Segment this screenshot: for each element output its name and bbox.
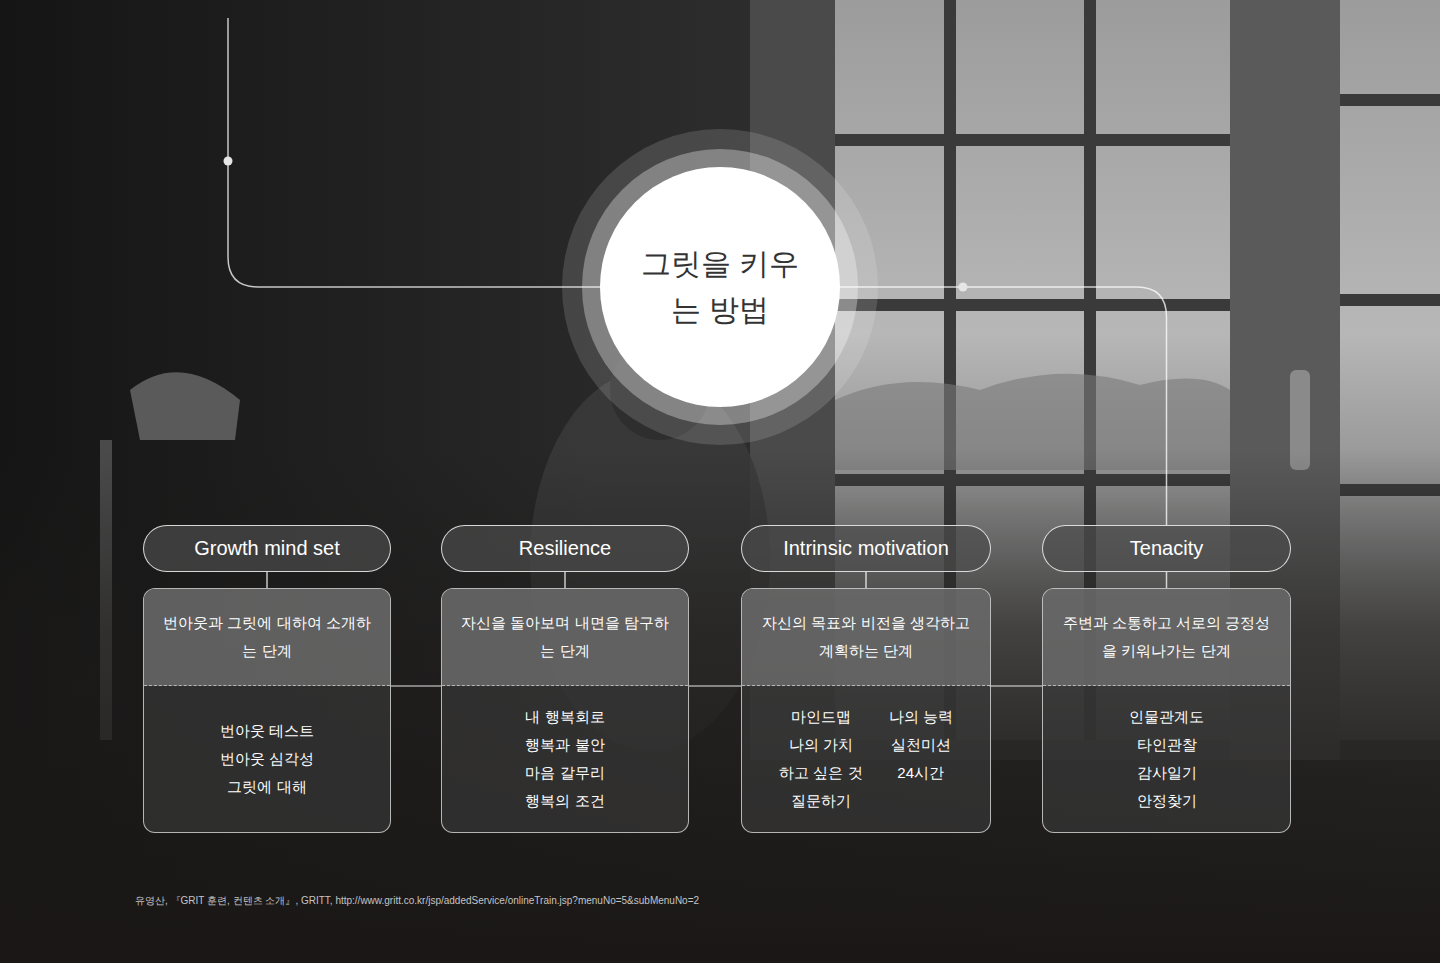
connector-line	[840, 287, 1167, 525]
stage-pill: Intrinsic motivation	[741, 525, 991, 572]
stage-box: 주변과 소통하고 서로의 긍정성을 키워나가는 단계인물관계도타인관찰감사일기안…	[1042, 588, 1291, 833]
activity-item: 마음 갈무리	[525, 762, 604, 784]
activity-item: 인물관계도	[1129, 706, 1204, 728]
activity-item: 마인드맵	[779, 706, 862, 728]
activity-item: 24시간	[889, 762, 953, 784]
connector-line	[865, 572, 867, 588]
stage-pill: Resilience	[441, 525, 689, 572]
line-dot	[959, 283, 968, 292]
box-items-area: 마인드맵 나의 능력나의 가치 실천미션하고 싶은 것 24시간질문하기	[742, 686, 990, 832]
activity-item: 내 행복회로	[525, 706, 604, 728]
activity-item: 나의 능력	[889, 706, 953, 728]
node-label: Intrinsic motivation	[783, 537, 949, 560]
activity-list: 번아웃 테스트번아웃 심각성그릿에 대해	[220, 720, 314, 798]
branch-line	[228, 18, 600, 287]
stage-description: 번아웃과 그릿에 대하여 소개하는 단계	[162, 609, 372, 665]
box-description-area: 자신을 돌아보며 내면을 탐구하는 단계	[442, 589, 688, 686]
stage-name: Tenacity	[1130, 537, 1203, 560]
activity-list: 내 행복회로행복과 불안마음 갈무리행복의 조건	[525, 706, 604, 812]
line-dot	[224, 157, 233, 166]
stage-pill: Tenacity	[1042, 525, 1291, 572]
activity-item: 질문하기	[779, 790, 862, 812]
stage-description: 자신을 돌아보며 내면을 탐구하는 단계	[460, 609, 670, 665]
box-items-area: 번아웃 테스트번아웃 심각성그릿에 대해	[144, 686, 390, 832]
activity-item: 나의 가치	[779, 734, 862, 756]
circle-ring-outer	[562, 129, 878, 445]
activity-list: 인물관계도타인관찰감사일기안정찾기	[1129, 706, 1204, 812]
node-label: Resilience	[519, 537, 611, 560]
box-description-area: 주변과 소통하고 서로의 긍정성을 키워나가는 단계	[1043, 589, 1290, 686]
stage-box: 자신을 돌아보며 내면을 탐구하는 단계내 행복회로행복과 불안마음 갈무리행복…	[441, 588, 689, 833]
stage-name: Resilience	[519, 537, 611, 560]
node-label: Tenacity	[1130, 537, 1203, 560]
activity-item: 번아웃 심각성	[220, 748, 314, 770]
activity-item: 하고 싶은 것	[779, 762, 862, 784]
source-caption: 유영산, 『GRIT 훈련, 컨텐츠 소개』, GRITT, http://ww…	[135, 894, 699, 908]
connector-line	[266, 572, 268, 588]
stage-name: Intrinsic motivation	[783, 537, 949, 560]
stage-description: 주변과 소통하고 서로의 긍정성을 키워나가는 단계	[1061, 609, 1272, 665]
title-text: 그릿을 키우는 방법	[630, 241, 810, 333]
activity-list: 마인드맵 나의 능력나의 가치 실천미션하고 싶은 것 24시간질문하기	[779, 706, 953, 812]
node-label: 그릿을 키우는 방법	[630, 241, 810, 333]
stage-name: Growth mind set	[194, 537, 340, 560]
stage-pill: Growth mind set	[143, 525, 391, 572]
stage-description: 자신의 목표와 비전을 생각하고 계획하는 단계	[760, 609, 972, 665]
activity-item: 행복과 불안	[525, 734, 604, 756]
box-items-area: 내 행복회로행복과 불안마음 갈무리행복의 조건	[442, 686, 688, 832]
activity-item: 그릿에 대해	[220, 776, 314, 798]
activity-item: 행복의 조건	[525, 790, 604, 812]
activity-item: 번아웃 테스트	[220, 720, 314, 742]
desk-shadow	[0, 450, 1440, 963]
connector-line	[1166, 572, 1168, 588]
activity-item: 안정찾기	[1129, 790, 1204, 812]
box-items-area: 인물관계도타인관찰감사일기안정찾기	[1043, 686, 1290, 832]
circle-ring-inner	[582, 149, 858, 425]
connector-line	[564, 572, 566, 588]
activity-item: 실천미션	[889, 734, 953, 756]
box-description-area: 번아웃과 그릿에 대하여 소개하는 단계	[144, 589, 390, 686]
title-circle: 그릿을 키우는 방법	[600, 167, 840, 407]
node-label: Growth mind set	[194, 537, 340, 560]
desk-lamp	[130, 372, 240, 440]
activity-item: 감사일기	[1129, 762, 1204, 784]
stage-box: 번아웃과 그릿에 대하여 소개하는 단계번아웃 테스트번아웃 심각성그릿에 대해	[143, 588, 391, 833]
stage-box: 자신의 목표와 비전을 생각하고 계획하는 단계마인드맵 나의 능력나의 가치 실천…	[741, 588, 991, 833]
box-description-area: 자신의 목표와 비전을 생각하고 계획하는 단계	[742, 589, 990, 686]
activity-item: 타인관찰	[1129, 734, 1204, 756]
